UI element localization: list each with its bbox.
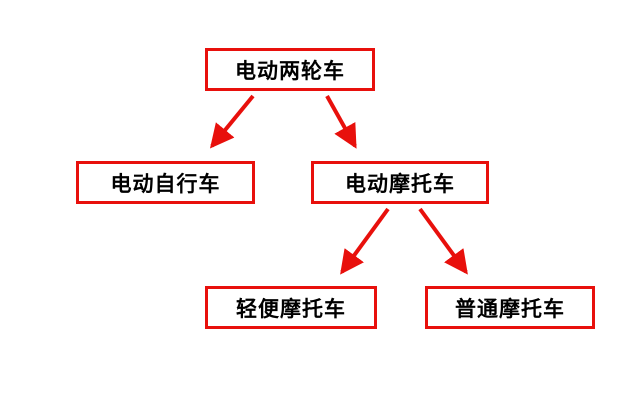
node-light-motorcycle-label: 轻便摩托车 <box>236 297 346 321</box>
edge-electric-motorcycle-to-light-motorcycle <box>340 207 390 275</box>
node-light-motorcycle: 轻便摩托车 <box>205 286 377 329</box>
node-ordinary-motorcycle: 普通摩托车 <box>425 286 595 329</box>
node-electric-motorcycle: 电动摩托车 <box>311 161 489 204</box>
node-electric-motorcycle-label: 电动摩托车 <box>345 172 455 196</box>
edge-electric-motorcycle-to-ordinary-motorcycle <box>418 207 468 275</box>
node-electric-bicycle: 电动自行车 <box>76 161 255 204</box>
edge-root-to-electric-bicycle <box>209 94 255 149</box>
node-electric-two-wheeler-label: 电动两轮车 <box>235 59 345 83</box>
node-ordinary-motorcycle-label: 普通摩托车 <box>455 297 565 321</box>
node-electric-two-wheeler: 电动两轮车 <box>205 48 375 91</box>
node-electric-bicycle-label: 电动自行车 <box>110 172 221 196</box>
edge-root-to-electric-motorcycle <box>325 95 357 149</box>
